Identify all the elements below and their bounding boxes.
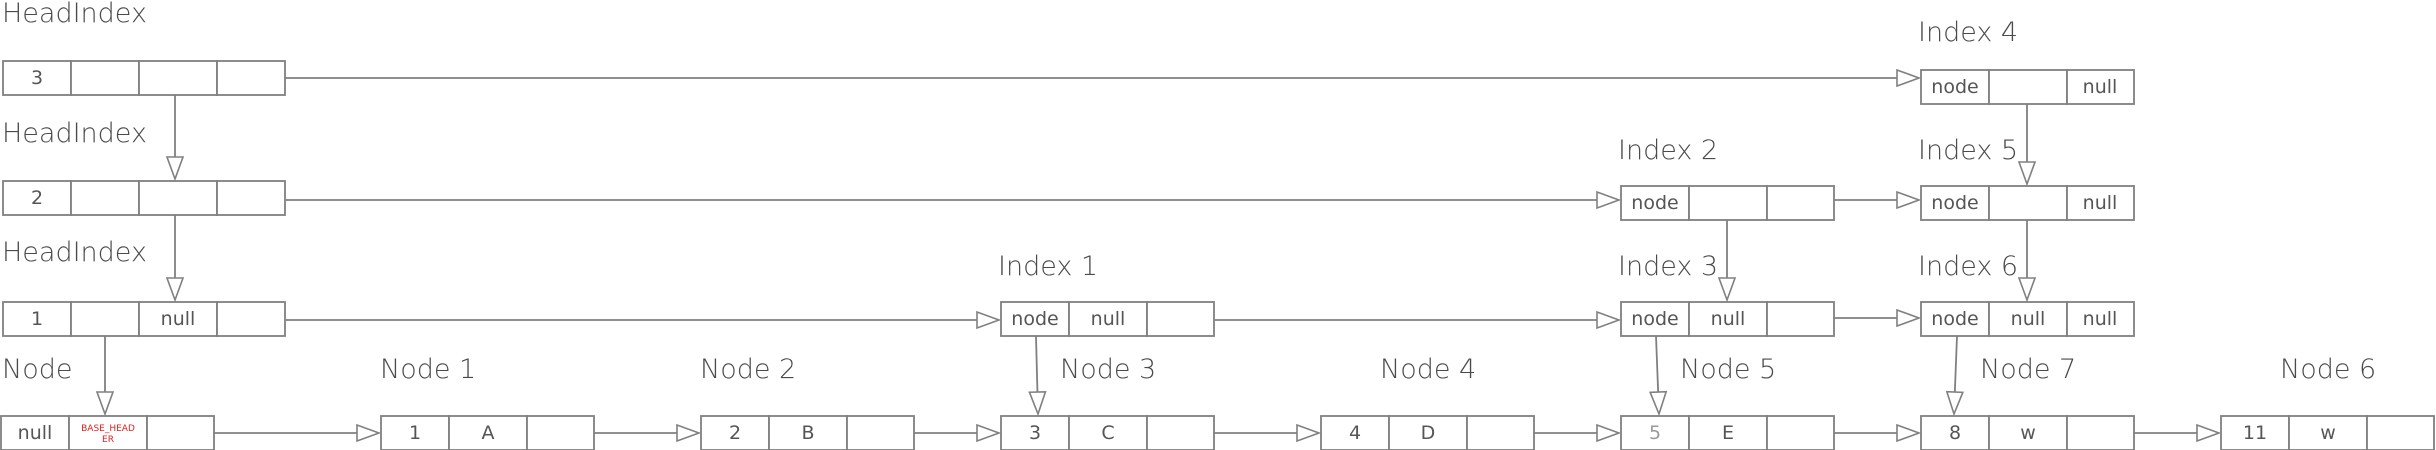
index-5: Index 5 node null bbox=[1918, 135, 2135, 221]
node-2-key: 2 bbox=[729, 422, 741, 444]
index-1: Index 1 node null bbox=[998, 251, 1215, 337]
node-5: Node 5 5 E bbox=[1620, 354, 1835, 450]
arrow-index3-to-index6 bbox=[1834, 308, 1922, 328]
index-3-title: Index 3 bbox=[1618, 251, 1718, 282]
arrow-head2-to-index2 bbox=[285, 190, 1622, 210]
arrow-index3-down bbox=[1648, 335, 1668, 417]
arrow-index2-down bbox=[1717, 220, 1737, 303]
arrow-node1-to-node2 bbox=[594, 423, 702, 443]
index-6-right: null bbox=[2083, 308, 2118, 330]
node-2-value: B bbox=[801, 422, 814, 444]
head-index-1-title: HeadIndex bbox=[2, 237, 147, 268]
node-3-key: 3 bbox=[1029, 422, 1041, 444]
node-7-title: Node 7 bbox=[1980, 354, 2076, 385]
index-5-title: Index 5 bbox=[1918, 135, 2018, 166]
index-4-right: null bbox=[2083, 76, 2118, 98]
node-7-value: w bbox=[2020, 422, 2036, 444]
index-4-title: Index 4 bbox=[1918, 17, 2018, 48]
node-1-value: A bbox=[482, 422, 495, 444]
head-index-1: HeadIndex 1 null bbox=[2, 237, 286, 337]
arrow-head3-down bbox=[165, 95, 185, 182]
arrow-head1-down bbox=[95, 336, 115, 417]
node-4-title: Node 4 bbox=[1380, 354, 1476, 385]
arrow-head3-to-index4 bbox=[285, 68, 1922, 88]
head-index-2-title: HeadIndex bbox=[2, 118, 147, 149]
index-5-node: node bbox=[1931, 192, 1978, 214]
index-4: Index 4 node null bbox=[1918, 17, 2135, 105]
index-6: Index 6 node null null bbox=[1918, 251, 2135, 337]
index-6-node: node bbox=[1931, 308, 1978, 330]
index-1-title: Index 1 bbox=[998, 251, 1098, 282]
node-6-value: w bbox=[2320, 422, 2336, 444]
node-4-value: D bbox=[1421, 422, 1436, 444]
arrow-index4-down bbox=[2017, 104, 2037, 187]
arrow-head2-down bbox=[165, 215, 185, 303]
index-6-title: Index 6 bbox=[1918, 251, 2018, 282]
index-3-node: node bbox=[1631, 308, 1678, 330]
head-index-1-right: null bbox=[161, 308, 196, 330]
node-2: Node 2 2 B bbox=[700, 354, 915, 450]
node-1-key: 1 bbox=[409, 422, 421, 444]
arrow-head1-to-index1 bbox=[285, 310, 1002, 330]
arrow-node4-to-node5 bbox=[1534, 423, 1622, 443]
node-1: Node 1 1 A bbox=[380, 354, 595, 450]
index-2: Index 2 node bbox=[1618, 135, 1835, 221]
arrow-node2-to-node3 bbox=[914, 423, 1002, 443]
base-node-title: Node bbox=[2, 354, 72, 385]
index-5-right: null bbox=[2083, 192, 2118, 214]
arrow-node5-to-node7 bbox=[1834, 423, 1922, 443]
head-index-2: HeadIndex 2 bbox=[2, 118, 286, 216]
pointer-arrows bbox=[95, 68, 2222, 443]
arrow-node7-to-node6 bbox=[2134, 423, 2222, 443]
index-2-node: node bbox=[1631, 192, 1678, 214]
node-7: Node 7 8 w bbox=[1920, 354, 2135, 450]
arrow-index1-down bbox=[1028, 335, 1047, 417]
node-3-title: Node 3 bbox=[1060, 354, 1156, 385]
index-1-down: null bbox=[1091, 308, 1126, 330]
index-2-title: Index 2 bbox=[1618, 135, 1718, 166]
node-1-title: Node 1 bbox=[380, 354, 476, 385]
node-3-value: C bbox=[1101, 422, 1114, 444]
arrow-base-to-node1 bbox=[214, 423, 382, 443]
node-6-title: Node 6 bbox=[2280, 354, 2376, 385]
arrow-index6-down bbox=[1945, 335, 1965, 417]
head-index-3-level: 3 bbox=[31, 67, 43, 89]
node-2-title: Node 2 bbox=[700, 354, 796, 385]
node-5-value: E bbox=[1722, 422, 1734, 444]
index-3: Index 3 node null bbox=[1618, 251, 1835, 337]
node-4-key: 4 bbox=[1349, 422, 1361, 444]
index-4-node: node bbox=[1931, 76, 1978, 98]
node-3: Node 3 3 C bbox=[1000, 354, 1215, 450]
head-index-1-level: 1 bbox=[31, 308, 43, 330]
index-3-down: null bbox=[1711, 308, 1746, 330]
node-7-key: 8 bbox=[1949, 422, 1961, 444]
arrow-index5-down bbox=[2017, 220, 2037, 303]
node-5-title: Node 5 bbox=[1680, 354, 1776, 385]
head-index-3-title: HeadIndex bbox=[2, 0, 147, 29]
node-6-key: 11 bbox=[2243, 422, 2267, 444]
index-6-down: null bbox=[2011, 308, 2046, 330]
node-6: Node 6 11 w bbox=[2220, 354, 2435, 450]
base-node-key: null bbox=[18, 422, 53, 444]
node-5-key: 5 bbox=[1649, 422, 1661, 444]
head-index-2-level: 2 bbox=[31, 187, 43, 209]
arrow-node3-to-node4 bbox=[1214, 423, 1322, 443]
node-4: Node 4 4 D bbox=[1320, 354, 1535, 450]
index-1-node: node bbox=[1011, 308, 1058, 330]
arrow-index2-to-index5 bbox=[1834, 190, 1922, 210]
head-index-3: HeadIndex 3 bbox=[2, 0, 286, 96]
arrow-index1-to-index3 bbox=[1214, 310, 1622, 330]
